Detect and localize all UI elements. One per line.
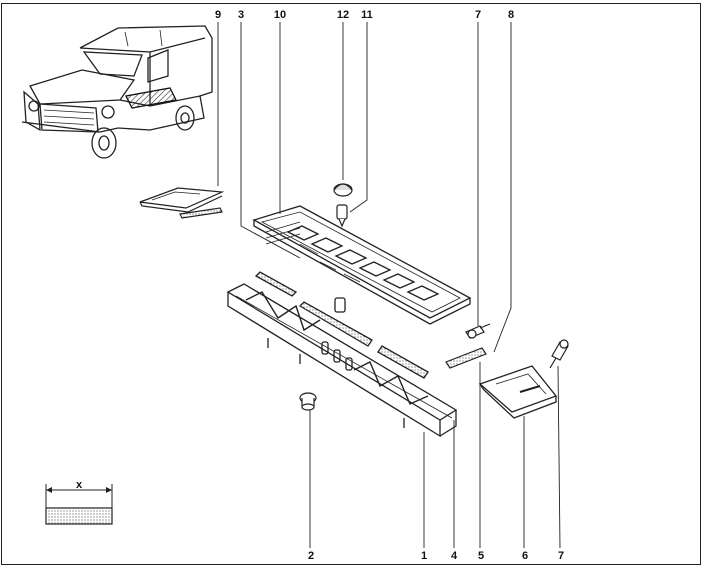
- part-12-cap: [333, 183, 353, 197]
- part-7-rivet-right: [549, 339, 569, 369]
- callout-5: 5: [478, 550, 484, 562]
- dimension-sample-strip: [45, 507, 113, 525]
- part-1-main-panel: [226, 271, 458, 438]
- part-10-slatted-panel: [252, 205, 472, 325]
- callouts-bottom: 2 1 4 5 6 7: [308, 550, 564, 562]
- callouts-top: 9 3 10 12 11 7 8: [215, 9, 514, 21]
- callout-6: 6: [522, 550, 528, 562]
- leader-lines: [217, 22, 561, 549]
- dimension-legend: x: [45, 479, 113, 525]
- callout-12: 12: [337, 9, 349, 21]
- callout-7-bottom: 7: [558, 550, 564, 562]
- part-9-small-panel: [139, 187, 225, 219]
- callout-3: 3: [238, 9, 244, 21]
- callout-11: 11: [361, 9, 373, 21]
- part-5-strip: [445, 347, 487, 369]
- callout-2: 2: [308, 550, 314, 562]
- dimension-label: x: [76, 479, 83, 491]
- callout-4: 4: [451, 550, 458, 562]
- part-11-clip: [336, 204, 348, 228]
- callout-8: 8: [508, 9, 514, 21]
- diagram-frame: [1, 3, 701, 565]
- part-6-corner-plate: [478, 365, 558, 419]
- part-7-rivet-upper: [465, 323, 491, 339]
- part-2-fastener: [299, 392, 317, 411]
- callout-10: 10: [274, 9, 286, 21]
- callout-9: 9: [215, 9, 221, 21]
- callout-1: 1: [421, 550, 427, 562]
- van-illustration: [21, 25, 213, 159]
- callout-7-top: 7: [475, 9, 481, 21]
